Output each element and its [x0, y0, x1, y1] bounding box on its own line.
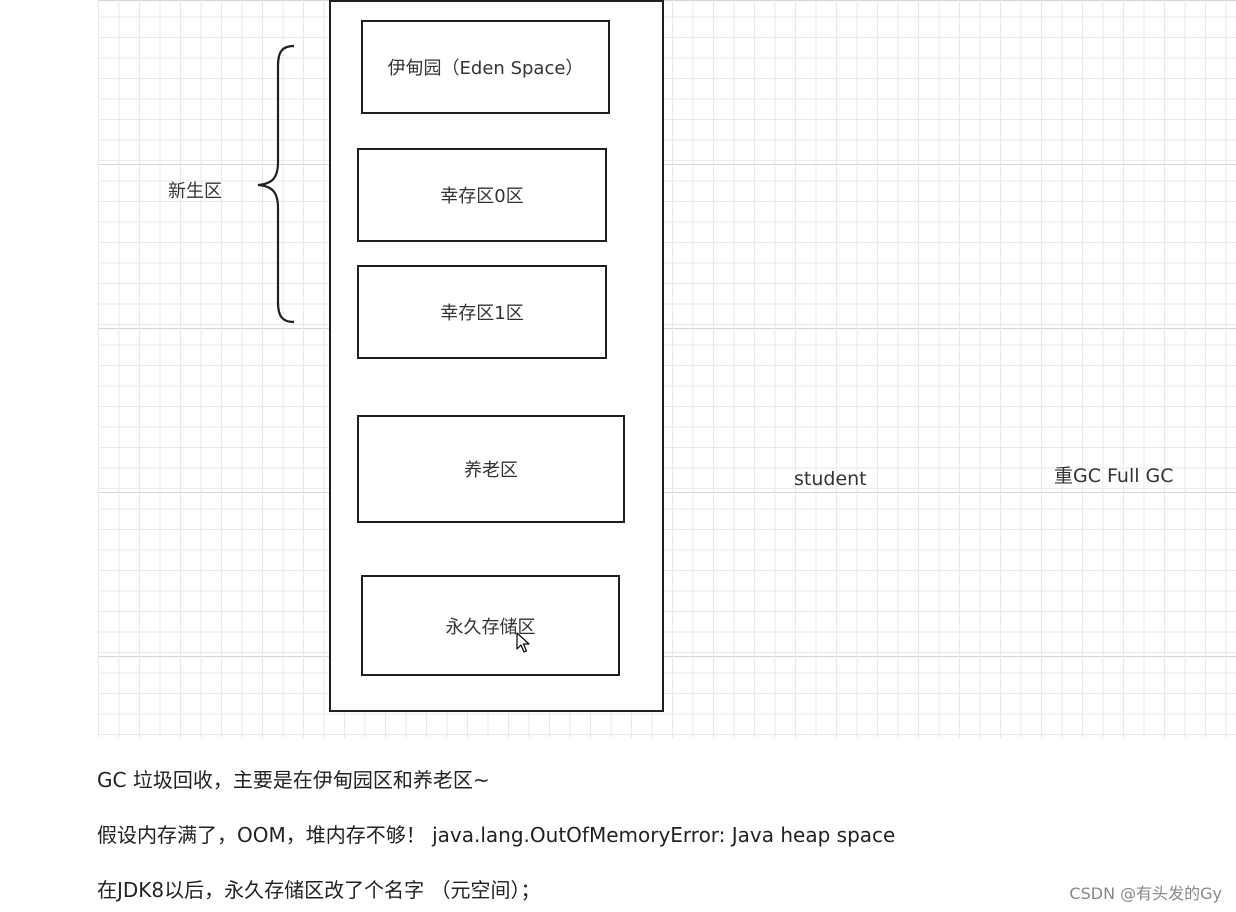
- eden-space-label: 伊甸园（Eden Space）: [387, 58, 584, 79]
- mouse-pointer-icon: [516, 632, 530, 653]
- full-gc-note: 重GC Full GC: [1054, 465, 1174, 487]
- young-generation-label: 新生区: [168, 181, 222, 202]
- survivor-0-box: 幸存区0区: [357, 148, 607, 242]
- permanent-generation-label: 永久存储区: [445, 616, 536, 638]
- note-line-1: GC 垃圾回收，主要是在伊甸园区和养老区~: [97, 768, 490, 792]
- note-line-2: 假设内存满了，OOM，堆内存不够！ java.lang.OutOfMemoryE…: [97, 823, 896, 847]
- old-generation-box: 养老区: [357, 415, 625, 523]
- grid-canvas: [98, 0, 1236, 738]
- note-line-3: 在JDK8以后，永久存储区改了个名字 （元空间）；: [97, 878, 541, 902]
- eden-space-box: 伊甸园（Eden Space）: [361, 20, 610, 114]
- permanent-generation-box: 永久存储区: [361, 575, 620, 676]
- watermark: CSDN @有头发的Gy: [1069, 884, 1222, 903]
- survivor-1-box: 幸存区1区: [357, 265, 607, 359]
- student-note: student: [794, 468, 867, 490]
- young-generation-brace: [257, 44, 295, 324]
- old-generation-label: 养老区: [464, 460, 518, 481]
- survivor-1-label: 幸存区1区: [440, 303, 524, 324]
- survivor-0-label: 幸存区0区: [440, 186, 524, 207]
